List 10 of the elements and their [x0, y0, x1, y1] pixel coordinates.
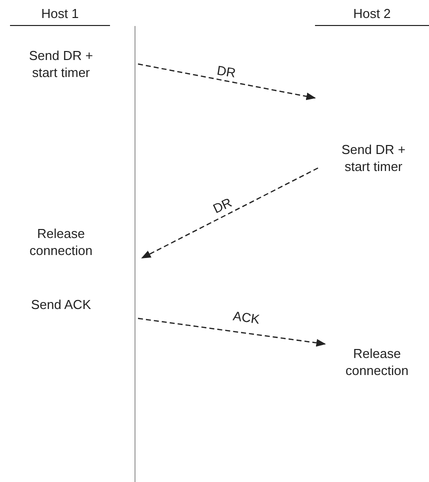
host-header: Host 2	[315, 2, 429, 26]
event-label: Send DR + start timer	[318, 138, 429, 178]
event-label: Release connection	[325, 342, 429, 382]
event-label: Send ACK	[8, 286, 138, 322]
host-header: Host 1	[10, 2, 110, 26]
arrow	[141, 167, 318, 259]
event-label: Release connection	[8, 222, 138, 262]
event-label: Send DR + start timer	[8, 44, 138, 84]
arrow	[138, 63, 316, 100]
arrow	[138, 318, 326, 347]
